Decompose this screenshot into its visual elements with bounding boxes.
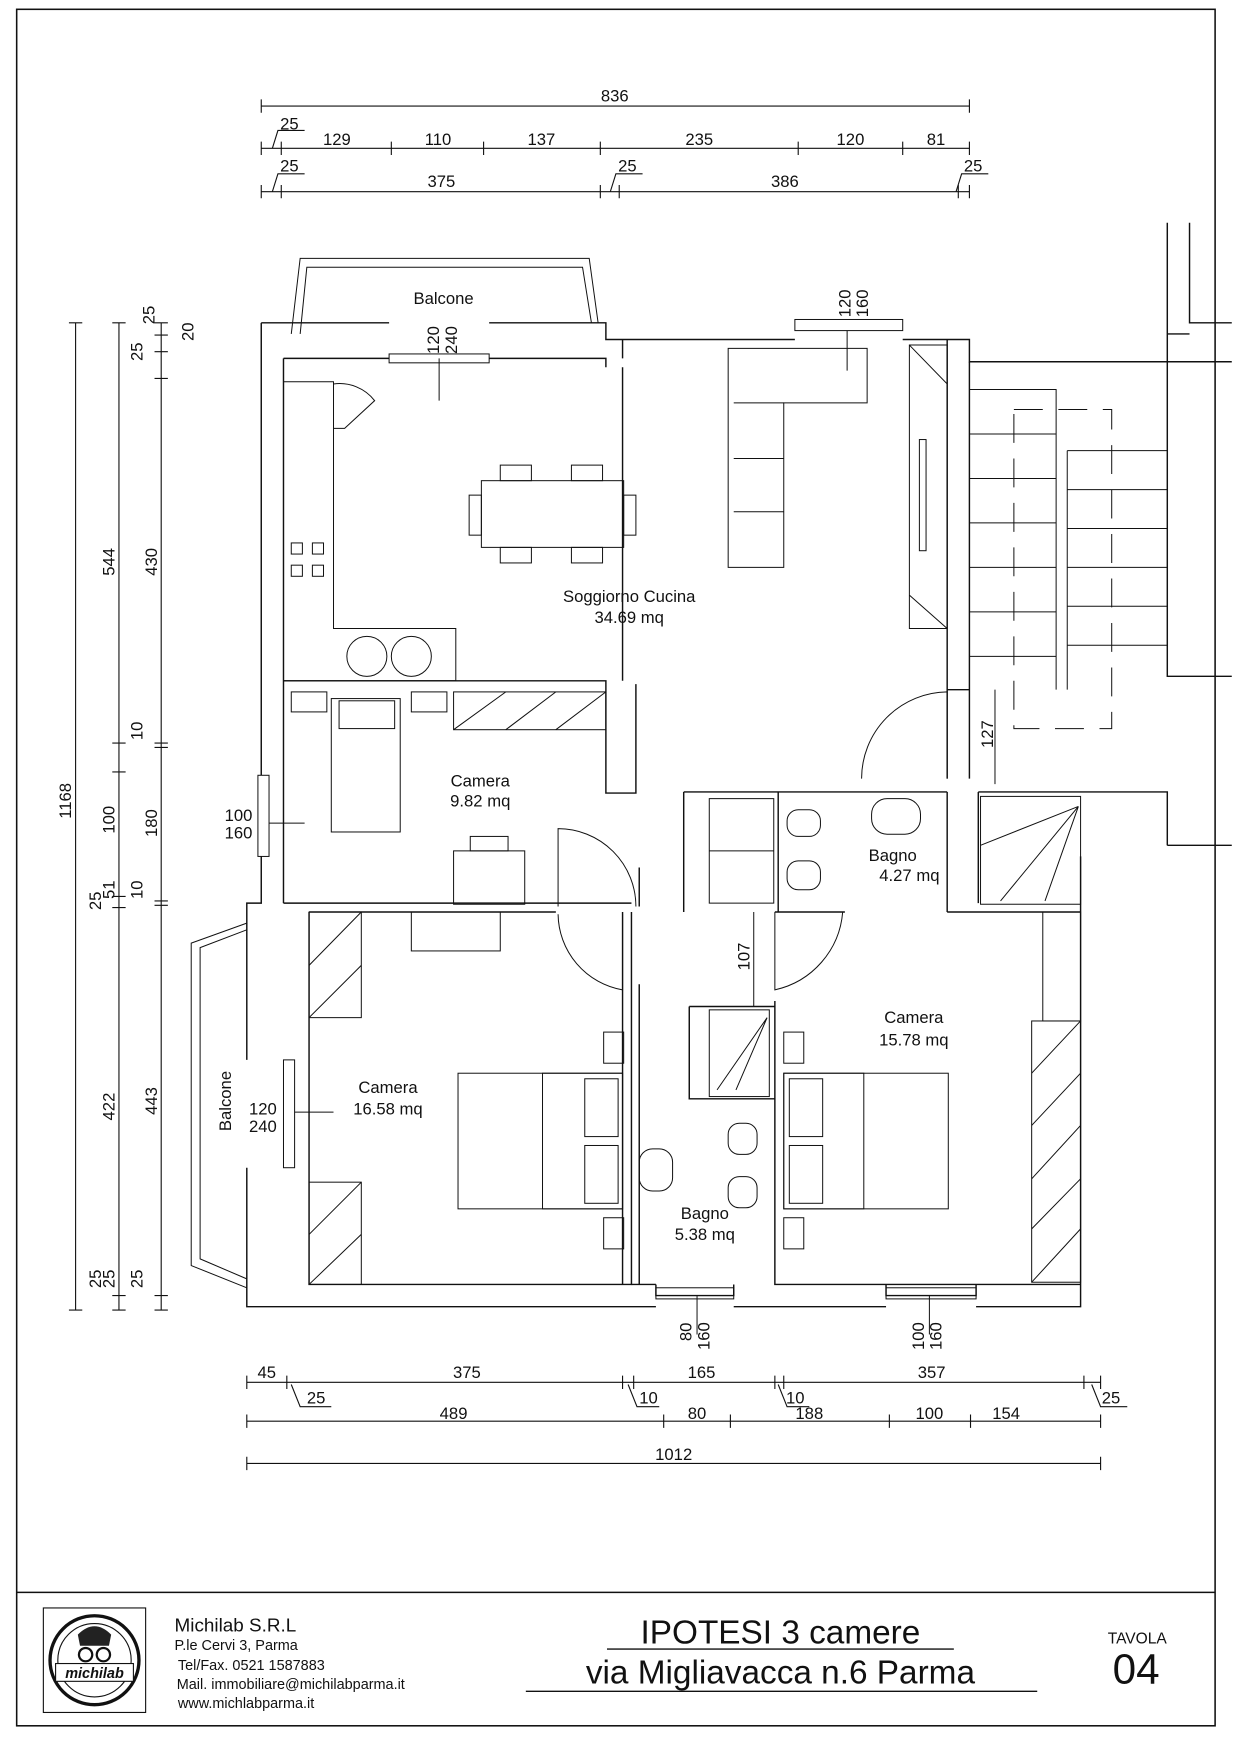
dim-label: 25 [280,157,299,176]
company-logo: michilab [42,1607,147,1714]
dim-label: 51 [100,881,119,900]
window-width: 100 [909,1322,928,1350]
company-website: www.michlabparma.it [177,1696,314,1712]
window-height: 160 [927,1322,946,1350]
dim-internal: 127 [978,720,997,748]
dim-label: 544 [100,548,119,576]
window-height: 160 [853,289,872,317]
company-name: Michilab S.R.L [175,1615,297,1636]
dim-label: 20 [178,322,197,341]
dim-label: 188 [795,1404,823,1423]
room-camera-2-name: Camera [358,1078,418,1097]
windows [257,318,996,1335]
window-height: 240 [442,326,461,354]
balcony-top [290,257,599,334]
dim-label: 45 [258,1363,277,1382]
company-address: P.le Cervi 3, Parma [175,1638,299,1654]
dim-label: 386 [771,172,799,191]
dim-label: 430 [142,548,161,576]
room-balcone-left: Balcone [216,1071,235,1131]
window-width: 80 [676,1323,695,1342]
drawing-title-line1: IPOTESI 3 camere [641,1615,921,1652]
dim-label: 25 [964,157,983,176]
dim-label: 489 [440,1404,468,1423]
dim-label: 10 [639,1388,658,1407]
dim-label: 81 [927,130,946,149]
left-dimensions: 1168 25 544 100 51 25 422 25 25 20 25 43… [56,306,197,1311]
walls [246,222,1232,1308]
dim-label: 25 [127,1270,146,1289]
window-height: 240 [249,1117,277,1136]
dim-label: 120 [837,130,865,149]
room-labels: Balcone Soggiorno Cucina 34.69 mq Camera… [216,289,948,1244]
dim-label: 25 [280,114,299,133]
dim-label: 25 [100,1270,119,1289]
room-camera-2-area: 16.58 mq [353,1099,422,1118]
title-block: michilab Michilab S.R.L P.le Cervi 3, Pa… [42,1607,1168,1714]
room-soggiorno-name: Soggiorno Cucina [563,587,696,606]
window-width: 120 [424,326,443,354]
dim-label: 25 [1102,1388,1121,1407]
drawing-title-line2: via Migliavacca n.6 Parma [586,1655,976,1692]
top-dimensions: 836 25 129 110 137 235 120 81 25 375 25 … [260,87,989,199]
dim-label: 422 [100,1093,119,1121]
room-camera-1-area: 9.82 mq [450,791,510,810]
dim-label: 165 [688,1363,716,1382]
room-camera-1-name: Camera [451,771,511,790]
dim-label: 25 [618,157,637,176]
sheet-border [15,8,1216,1727]
dim-label: 375 [453,1363,481,1382]
dim-label: 25 [307,1388,326,1407]
sheet-number: 04 [1113,1646,1160,1693]
room-bagno-1-name: Bagno [869,846,917,865]
dim-label: 100 [915,1404,943,1423]
dim-label: 154 [992,1404,1020,1423]
company-mail: Mail. immobiliare@michilabparma.it [177,1677,405,1693]
window-labels: 120 240 120 160 100 160 120 240 80 160 1… [225,289,997,1350]
room-bagno-1-area: 4.27 mq [879,866,939,885]
dim-label: 10 [127,722,146,741]
dim-label: 375 [427,172,455,191]
dim-label: 10 [786,1388,805,1407]
dim-label: 357 [918,1363,946,1382]
bottom-dimensions: 45 25 375 10 165 10 357 25 489 80 188 10… [246,1363,1128,1471]
dim-label: 25 [140,306,159,325]
room-camera-3-area: 15.78 mq [879,1030,948,1049]
dim-label: 25 [86,1270,105,1289]
window-width: 100 [225,806,253,825]
dim-label: 180 [142,809,161,837]
room-camera-3-name: Camera [884,1008,944,1027]
dim-top-overall: 836 [601,87,629,106]
room-soggiorno-area: 34.69 mq [595,608,664,627]
dim-bottom-overall: 1012 [655,1445,692,1464]
window-height: 160 [225,824,253,843]
window-width: 120 [835,289,854,317]
dim-left-overall: 1168 [56,783,75,819]
dim-label: 129 [323,130,351,149]
dim-label: 137 [528,130,556,149]
dim-label: 235 [685,130,713,149]
window-height: 160 [694,1322,713,1350]
dim-label: 25 [127,342,146,361]
window-width: 120 [249,1099,277,1118]
balcony-left [190,922,247,1289]
logo-text: michilab [65,1666,124,1682]
company-phone: Tel/Fax. 0521 1587883 [178,1658,325,1674]
furniture [283,344,1168,1285]
dim-label: 443 [142,1087,161,1115]
room-bagno-2-area: 5.38 mq [675,1225,735,1244]
dim-label: 25 [86,892,105,911]
dim-label: 100 [100,806,119,834]
room-bagno-2-name: Bagno [681,1204,729,1223]
dim-label: 80 [688,1404,707,1423]
room-balcone-top: Balcone [413,289,473,308]
sheet-label: TAVOLA [1108,1631,1168,1648]
dim-label: 10 [127,881,146,900]
dim-label: 110 [425,130,452,149]
dim-internal: 107 [734,943,753,971]
